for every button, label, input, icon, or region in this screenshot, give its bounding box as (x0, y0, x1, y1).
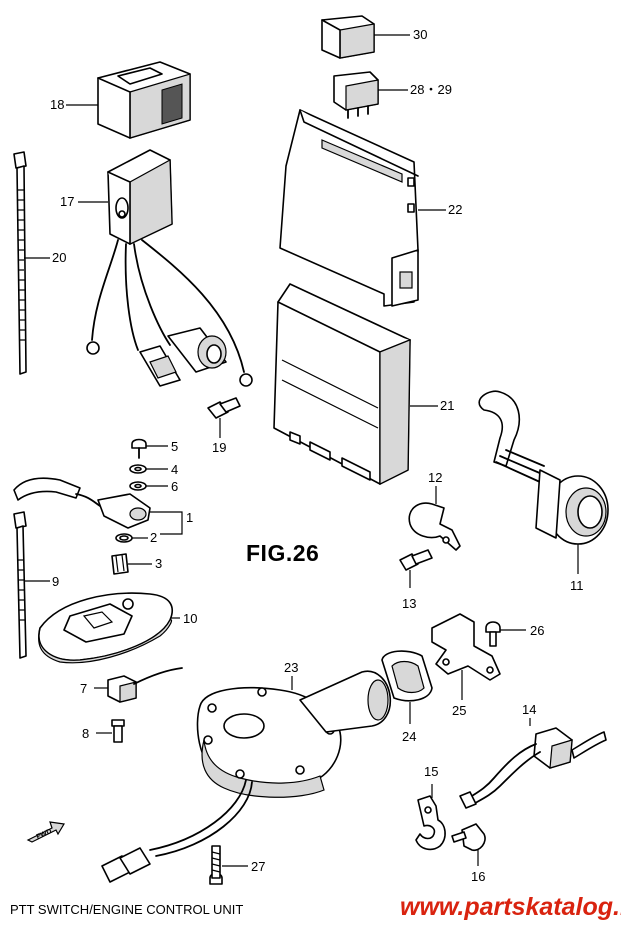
part-13-bolt[interactable] (399, 549, 433, 571)
part-2-oring[interactable] (115, 533, 133, 543)
callout-20: 20 (52, 250, 66, 265)
callout-26: 26 (530, 623, 544, 638)
callout-1: 1 (186, 510, 193, 525)
callout-14: 14 (522, 702, 536, 717)
part-9-cable-tie[interactable] (13, 511, 27, 659)
part-16-screw[interactable] (451, 823, 486, 852)
part-11-switch[interactable] (478, 390, 609, 545)
part-12-clamp[interactable] (408, 502, 461, 551)
callout-28-29: 28・29 (410, 82, 452, 97)
callout-22: 22 (448, 202, 462, 217)
callout-15: 15 (424, 764, 438, 779)
part-6-washer[interactable] (129, 481, 147, 491)
callout-21: 21 (440, 398, 454, 413)
callout-18: 18 (50, 97, 64, 112)
part-10-switch-panel[interactable] (38, 592, 174, 664)
part-3-clip[interactable] (111, 553, 129, 575)
part-30-relay[interactable] (321, 15, 375, 59)
part-15-clip[interactable] (415, 795, 446, 851)
part-17-unit[interactable] (86, 149, 253, 387)
watermark-link[interactable]: www.partskatalog.ru (400, 893, 621, 921)
part-25-bracket[interactable] (431, 613, 501, 681)
part-14-switch[interactable] (459, 727, 607, 809)
part-27-bolt[interactable] (209, 845, 223, 885)
callout-10: 10 (183, 611, 197, 626)
part-8-bolt[interactable] (111, 719, 125, 743)
part-22-ecu-case[interactable] (279, 109, 419, 307)
callout-17: 17 (60, 194, 74, 209)
fwd-arrow-icon: FWD (26, 821, 65, 843)
callout-3: 3 (155, 556, 162, 571)
part-28-29-relay[interactable] (333, 71, 379, 119)
part-18-cover[interactable] (97, 61, 191, 139)
part-23-trim-motor[interactable] (101, 670, 392, 883)
callout-30: 30 (413, 27, 427, 42)
fwd-label: FWD (35, 828, 52, 841)
callout-11: 11 (570, 578, 584, 593)
part-21-ecu[interactable] (273, 283, 411, 485)
callout-4: 4 (171, 462, 178, 477)
figure-title: FIG.26 (246, 540, 320, 566)
callout-19: 19 (212, 440, 226, 455)
part-26-bolt[interactable] (485, 621, 501, 647)
part-7-sender[interactable] (107, 667, 183, 703)
callout-2: 2 (150, 530, 157, 545)
callout-27: 27 (251, 859, 265, 874)
callout-6: 6 (171, 479, 178, 494)
callout-24: 24 (402, 729, 416, 744)
callout-12: 12 (428, 470, 442, 485)
diagram-caption: PTT SWITCH/ENGINE CONTROL UNIT (10, 902, 244, 917)
part-20-cable-tie[interactable] (13, 151, 27, 375)
part-24-band[interactable] (381, 650, 433, 702)
callout-7: 7 (80, 681, 87, 696)
callout-16: 16 (471, 869, 485, 884)
callout-8: 8 (82, 726, 89, 741)
callout-25: 25 (452, 703, 466, 718)
part-1-sensor[interactable] (13, 477, 151, 529)
part-5-screw[interactable] (131, 438, 147, 459)
callout-5: 5 (171, 439, 178, 454)
callout-23: 23 (284, 660, 298, 675)
part-19-bolt[interactable] (207, 397, 241, 419)
part-4-washer[interactable] (129, 464, 147, 474)
callout-13: 13 (402, 596, 416, 611)
callout-9: 9 (52, 574, 59, 589)
